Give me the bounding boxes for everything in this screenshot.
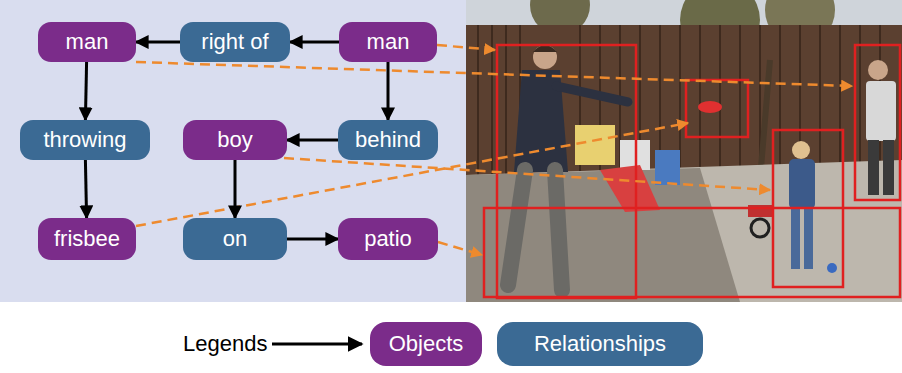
relationship-node: on: [183, 218, 287, 260]
relation-arrow: [290, 41, 339, 44]
grounding-arrow: [437, 45, 495, 50]
object-node: man: [38, 22, 136, 62]
legend-label: Relationships: [534, 331, 666, 356]
photo: [698, 101, 722, 113]
object-node: frisbee: [38, 218, 136, 260]
node-label: frisbee: [54, 226, 120, 251]
node-label: man: [66, 29, 109, 54]
photo: [556, 86, 628, 102]
photo: [533, 45, 557, 69]
node-label: man: [367, 29, 410, 54]
photo: [859, 25, 861, 175]
legend-arrow: [272, 343, 362, 346]
detection-box: [686, 80, 748, 137]
photo: [719, 25, 721, 175]
relation-arrow: [287, 139, 338, 142]
photo: [804, 207, 813, 269]
grounding-arrow: [136, 123, 688, 226]
object-node: boy: [183, 120, 287, 160]
relationship-node: right of: [180, 22, 290, 62]
grounding-arrow: [438, 242, 482, 255]
photo: [739, 25, 741, 175]
node-label: on: [223, 226, 247, 251]
node-label: behind: [355, 127, 421, 152]
legend-swatch: Objects: [370, 322, 482, 366]
object-node: patio: [338, 218, 438, 260]
photo: [699, 25, 701, 175]
photo: [466, 168, 740, 302]
relation-arrow: [85, 62, 86, 120]
photo: [868, 140, 879, 195]
node-label: throwing: [43, 127, 126, 152]
photo: [792, 141, 810, 159]
photo: [868, 60, 888, 80]
photo: [760, 60, 770, 180]
object-node: man: [339, 22, 437, 62]
photo: [600, 165, 660, 212]
relationship-node: throwing: [20, 120, 150, 160]
photo: [655, 150, 680, 185]
photo: [866, 81, 896, 141]
legend-label: Objects: [389, 331, 464, 356]
photo: [789, 159, 815, 209]
relation-arrow: [234, 160, 237, 218]
relation-arrow: [136, 41, 180, 44]
legend-title: Legends: [183, 331, 267, 356]
node-label: right of: [201, 29, 268, 54]
photo: [555, 170, 562, 290]
legend-swatch: Relationships: [497, 322, 703, 366]
photo: [508, 170, 525, 285]
node-label: patio: [364, 226, 412, 251]
relation-arrow: [387, 62, 390, 120]
detection-box: [484, 208, 900, 297]
photo: [491, 25, 493, 175]
grounding-arrow: [136, 62, 852, 86]
photo: [883, 140, 894, 195]
photo: [575, 125, 615, 165]
photo: [466, 160, 902, 302]
detection-box: [497, 45, 636, 298]
photo: [779, 25, 781, 175]
node-label: boy: [217, 127, 252, 152]
photo: [505, 25, 507, 175]
relation-arrow: [85, 160, 86, 218]
detection-box: [484, 45, 900, 298]
photo: [827, 263, 837, 273]
detection-box: [855, 45, 900, 200]
relation-arrow: [287, 238, 338, 241]
relationship-node: behind: [338, 120, 438, 160]
photo: [791, 207, 800, 269]
photo: [751, 219, 769, 237]
graph-panel-ground: [0, 0, 466, 302]
photo: [839, 25, 841, 175]
photo: [819, 25, 821, 175]
